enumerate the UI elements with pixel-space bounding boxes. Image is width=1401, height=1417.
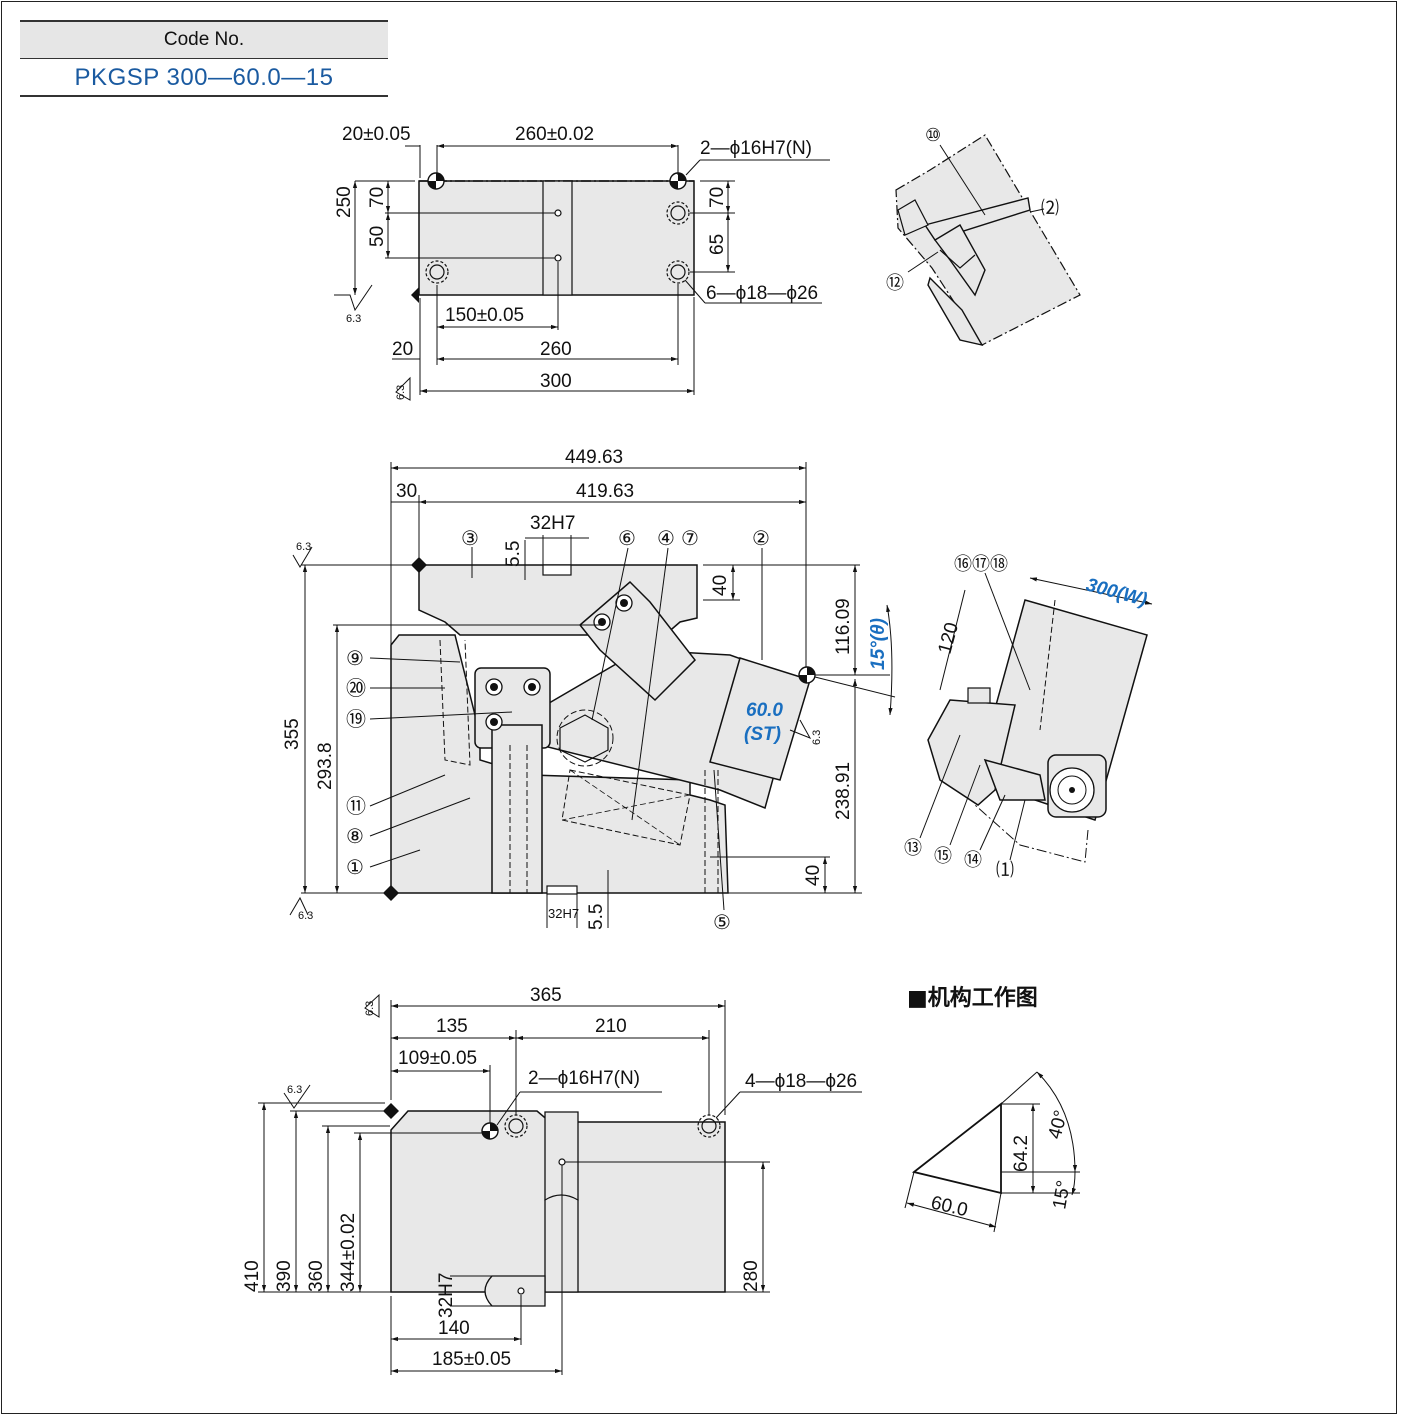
- hole-callout: 2—ϕ16H7(N): [528, 1068, 640, 1089]
- part-label-21: ⑴: [996, 860, 1014, 880]
- part-label-3: ③: [461, 528, 479, 550]
- dim-360: 360: [306, 1260, 327, 1292]
- mechanism-angle-15: 15°: [1049, 1179, 1075, 1211]
- bolt-callout: 6—ϕ18—ϕ26: [706, 283, 818, 304]
- dim-260: 260: [540, 339, 572, 360]
- part-label-20: ⑳: [346, 677, 366, 700]
- dim-419: 419.63: [576, 481, 634, 502]
- dim-260-tol: 260±0.02: [515, 124, 594, 145]
- dim-32h7-top: 32H7: [530, 513, 575, 534]
- part-label-19: ⑲: [346, 708, 366, 731]
- dim-5-5-top: 5.5: [503, 541, 524, 567]
- dim-210: 210: [595, 1016, 627, 1037]
- mechanism-angle-40: 40°: [1045, 1108, 1073, 1141]
- dim-120: 120: [935, 620, 963, 656]
- part-label-16-17-18: ⑯⑰⑱: [954, 554, 1008, 574]
- dim-65: 65: [707, 234, 728, 255]
- dim-20: 20: [392, 339, 413, 360]
- dim-300: 300: [540, 371, 572, 392]
- part-label-10: ⑩: [925, 125, 941, 145]
- dim-238: 238.91: [833, 762, 854, 820]
- dim-70-left: 70: [367, 187, 388, 208]
- dim-50: 50: [367, 226, 388, 247]
- part-label-14: ⑭: [964, 850, 982, 870]
- dim-250: 250: [334, 186, 355, 218]
- roughness-symbol: 6.3: [395, 385, 407, 400]
- dim-32h7: 32H7: [436, 1273, 457, 1318]
- roughness-symbol: 6.3: [287, 1084, 302, 1096]
- dim-135: 135: [436, 1016, 468, 1037]
- mechanism-diagram: ■机构工作图 64.2 60.0 40° 15°: [904, 985, 1080, 1233]
- dim-390: 390: [274, 1260, 295, 1292]
- roughness-symbol: 6.3: [811, 730, 823, 745]
- dim-355: 355: [282, 718, 303, 750]
- dim-140: 140: [438, 1318, 470, 1339]
- dim-20-tol: 20±0.05: [342, 124, 411, 145]
- part-label-5: ⑤: [713, 912, 731, 934]
- part-label-6: ⑥: [618, 528, 636, 550]
- mechanism-dim-64: 64.2: [1011, 1135, 1032, 1172]
- dim-344: 344±0.02: [338, 1213, 359, 1292]
- top-view: 20±0.05 260±0.02 2—ϕ16H7(N) 250 70 50 70…: [334, 124, 830, 401]
- detail-view: ⑩ ⑵ ⑫: [886, 125, 1081, 347]
- dim-30: 30: [396, 481, 417, 502]
- mechanism-dim-60: 60.0: [929, 1192, 970, 1221]
- part-label-22: ⑵: [1041, 198, 1059, 218]
- dim-32h7-bottom: 32H7: [548, 906, 579, 921]
- dim-185-tol: 185±0.05: [432, 1349, 511, 1370]
- front-view: 449.63 30 419.63 32H7 5.5 40 116.09 15°(…: [282, 447, 896, 934]
- part-label-12: ⑫: [886, 273, 904, 293]
- dim-410: 410: [242, 1260, 263, 1292]
- part-label-11: ⑪: [346, 795, 366, 818]
- dim-5-5-bottom: 5.5: [586, 904, 607, 930]
- stroke-value: 60.0: [746, 700, 783, 721]
- dim-109-tol: 109±0.05: [398, 1048, 477, 1069]
- part-label-8: ⑧: [346, 826, 364, 848]
- dim-449: 449.63: [565, 447, 623, 468]
- stroke-label: (ST): [744, 724, 781, 745]
- roughness-symbol: 6.3: [346, 313, 361, 325]
- dim-40-top: 40: [710, 575, 731, 596]
- dim-40-bottom: 40: [803, 865, 824, 886]
- side-view: 300(W) 120 ⑯⑰⑱ ⑬ ⑮ ⑭ ⑴: [904, 554, 1153, 880]
- roughness-symbol: 6.3: [296, 541, 311, 553]
- dim-150-tol: 150±0.05: [445, 305, 524, 326]
- part-label-7: ⑦: [681, 528, 699, 550]
- hole-callout: 2—ϕ16H7(N): [700, 138, 812, 159]
- part-label-13: ⑬: [904, 838, 922, 858]
- dim-70-right: 70: [707, 187, 728, 208]
- mechanism-title: ■机构工作图: [907, 985, 1038, 1011]
- angle-label: 15°(θ): [868, 618, 889, 670]
- bottom-view: 365 135 210 109±0.05 2—ϕ16H7(N) 4—ϕ18—ϕ2…: [242, 985, 862, 1375]
- roughness-symbol: 6.3: [298, 910, 313, 922]
- width-label: 300(W): [1084, 575, 1150, 611]
- dim-280: 280: [741, 1260, 762, 1292]
- part-label-4: ④: [657, 528, 675, 550]
- part-label-9: ⑨: [346, 648, 364, 670]
- part-label-1: ①: [346, 857, 364, 879]
- part-label-2: ②: [752, 528, 770, 550]
- dim-116: 116.09: [833, 598, 854, 655]
- roughness-symbol: 6.3: [364, 1001, 376, 1016]
- code-table-value: PKGSP 300—60.0—15: [20, 59, 388, 97]
- bolt-callout: 4—ϕ18—ϕ26: [745, 1071, 857, 1092]
- code-table-header: Code No.: [20, 20, 388, 59]
- part-label-15: ⑮: [934, 846, 952, 866]
- dim-293: 293.8: [315, 742, 336, 790]
- dim-365: 365: [530, 985, 562, 1006]
- code-table: Code No. PKGSP 300—60.0—15: [20, 20, 388, 97]
